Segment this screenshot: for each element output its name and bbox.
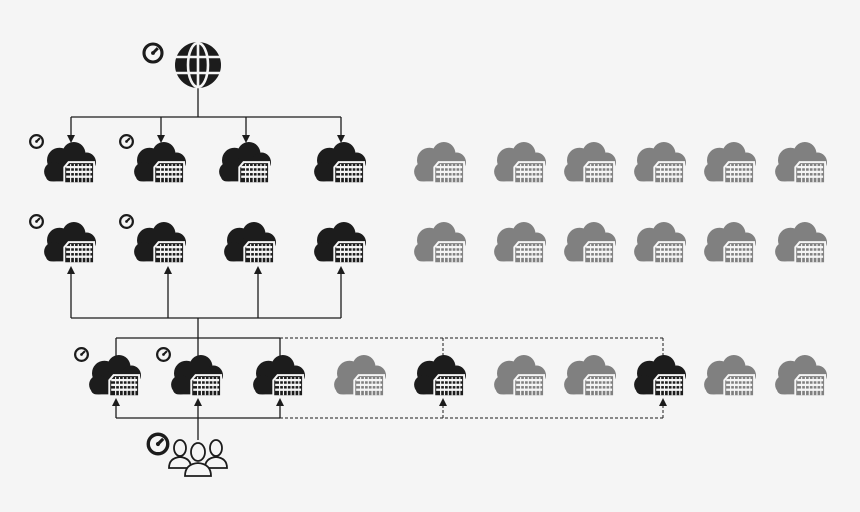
lower-tier-datacenter-7 — [564, 354, 616, 398]
cloud-datacenter-icon — [494, 141, 546, 185]
middle-tier-datacenter-1 — [29, 214, 96, 265]
middle-tier-datacenter-5 — [414, 221, 466, 265]
upper-tier-datacenter-3 — [219, 141, 271, 185]
lower-tier-datacenter-2 — [156, 347, 223, 398]
upper-tier-datacenter-2 — [119, 134, 186, 185]
cloud-datacenter-icon — [224, 221, 276, 265]
upper-tier-datacenter-4 — [314, 141, 366, 185]
cloud-datacenter-icon — [704, 141, 756, 185]
cloud-datacenter-icon — [134, 141, 186, 185]
stopwatch-icon — [142, 42, 164, 64]
stopwatch-icon — [119, 214, 134, 229]
middle-tier-datacenter-4 — [314, 221, 366, 265]
cloud-datacenter-icon — [775, 354, 827, 398]
cloud-datacenter-icon — [494, 354, 546, 398]
cloud-datacenter-icon — [44, 141, 96, 185]
lower-tier-datacenter-9 — [704, 354, 756, 398]
user-group-icon — [168, 439, 228, 477]
cloud-datacenter-icon — [314, 141, 366, 185]
upper-tier-datacenter-1 — [29, 134, 96, 185]
upper-tier-datacenter-6 — [494, 141, 546, 185]
middle-tier-datacenter-10 — [775, 221, 827, 265]
middle-tier-datacenter-9 — [704, 221, 756, 265]
dashed-connector-lines — [280, 337, 667, 419]
lower-tier-datacenter-5 — [414, 354, 466, 398]
lower-tier-datacenter-3 — [253, 354, 305, 398]
upper-tier-datacenter-10 — [775, 141, 827, 185]
lower-tier-datacenter-10 — [775, 354, 827, 398]
cloud-datacenter-icon — [494, 221, 546, 265]
middle-tier-datacenter-2 — [119, 214, 186, 265]
middle-tier-datacenter-7 — [564, 221, 616, 265]
stopwatch-icon — [74, 347, 89, 362]
stopwatch-icon — [119, 134, 134, 149]
middle-tier-datacenter-6 — [494, 221, 546, 265]
connector-lines — [67, 88, 345, 440]
upper-tier-datacenter-9 — [704, 141, 756, 185]
cloud-datacenter-icon — [704, 221, 756, 265]
cloud-datacenter-icon — [564, 221, 616, 265]
upper-tier-datacenter-8 — [634, 141, 686, 185]
cloud-datacenter-icon — [704, 354, 756, 398]
cloud-datacenter-icon — [634, 354, 686, 398]
cloud-datacenter-icon — [134, 221, 186, 265]
middle-tier-datacenter-3 — [224, 221, 276, 265]
internet-node — [142, 41, 221, 89]
cloud-datacenter-icon — [564, 354, 616, 398]
lower-tier-datacenter-8 — [634, 354, 686, 398]
cloud-datacenter-icon — [334, 354, 386, 398]
datacenter-nodes — [29, 134, 827, 398]
cloud-datacenter-icon — [171, 354, 223, 398]
cloud-datacenter-icon — [314, 221, 366, 265]
globe-icon — [175, 41, 221, 89]
clients-node — [146, 432, 228, 477]
cloud-datacenter-icon — [634, 221, 686, 265]
cloud-datacenter-icon — [775, 221, 827, 265]
cloud-datacenter-icon — [634, 141, 686, 185]
cloud-datacenter-icon — [219, 141, 271, 185]
stopwatch-icon — [29, 134, 44, 149]
cloud-datacenter-icon — [414, 141, 466, 185]
cloud-datacenter-icon — [253, 354, 305, 398]
lower-tier-datacenter-6 — [494, 354, 546, 398]
cloud-datacenter-icon — [89, 354, 141, 398]
stopwatch-icon — [29, 214, 44, 229]
lower-tier-datacenter-1 — [74, 347, 141, 398]
stopwatch-icon — [146, 432, 170, 456]
cloud-datacenter-icon — [564, 141, 616, 185]
cloud-datacenter-icon — [414, 354, 466, 398]
cloud-datacenter-icon — [414, 221, 466, 265]
lower-tier-datacenter-4 — [334, 354, 386, 398]
cloud-datacenter-icon — [44, 221, 96, 265]
cloud-datacenter-icon — [775, 141, 827, 185]
upper-tier-datacenter-7 — [564, 141, 616, 185]
stopwatch-icon — [156, 347, 171, 362]
middle-tier-datacenter-8 — [634, 221, 686, 265]
upper-tier-datacenter-5 — [414, 141, 466, 185]
